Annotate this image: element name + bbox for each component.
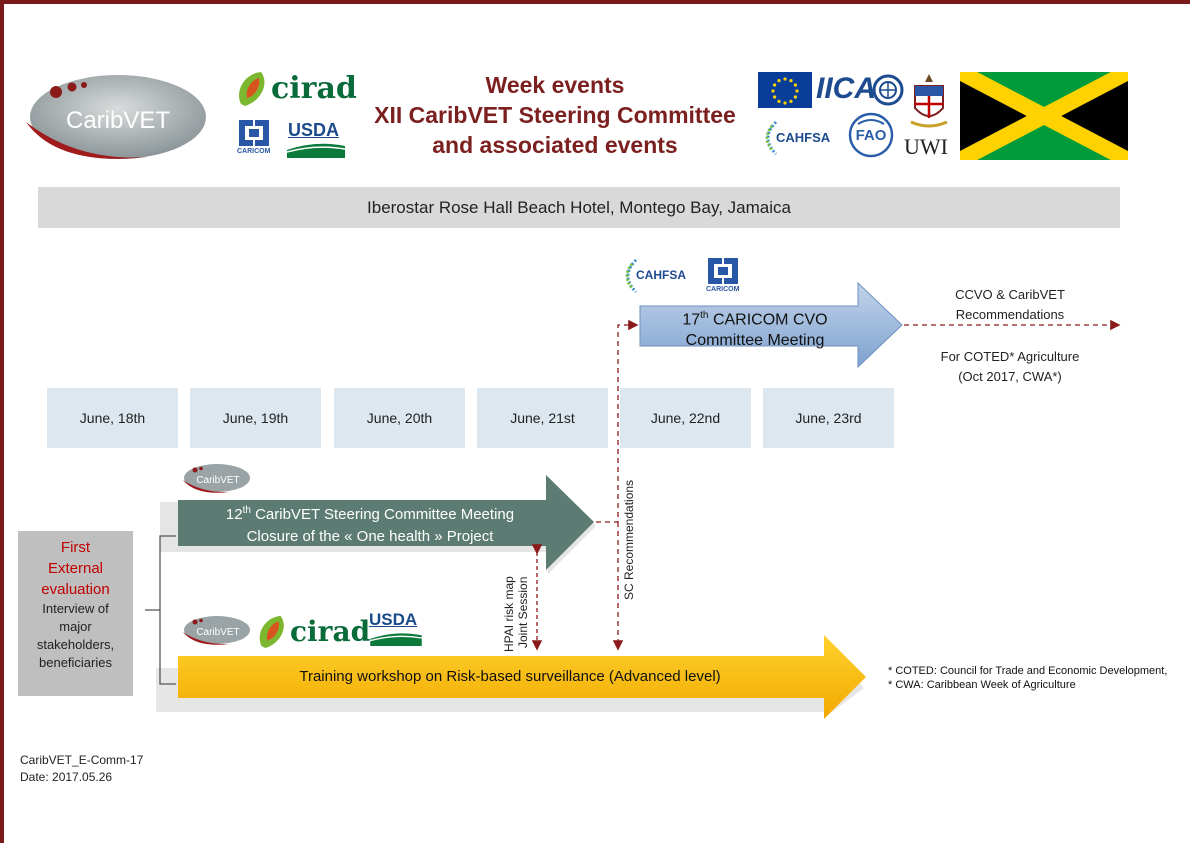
page-frame-left [0, 0, 4, 843]
day-box-6: June, 23rd [763, 388, 894, 448]
recommendations-line-3: For COTED* Agriculture [940, 349, 1080, 364]
training-workshop-label: Training workshop on Risk-based surveill… [299, 668, 721, 685]
cirad-logo: cirad [233, 68, 357, 110]
day-box-3: June, 20th [334, 388, 465, 448]
jamaica-flag [956, 64, 1132, 168]
evaluation-line-2: External [47, 560, 104, 577]
cvo-suffix: th [700, 310, 709, 321]
recommendations-line-2: Recommendations [955, 307, 1065, 322]
event-title: Week events XII CaribVET Steering Commit… [340, 70, 770, 160]
steering-committee-label: 12th CaribVET Steering Committee Meeting… [190, 500, 550, 548]
caricom-logo-text: CARICOM [237, 148, 271, 155]
usda-logo: USDA [287, 120, 345, 160]
caribvet-logo: CaribVET [18, 62, 213, 172]
usda-logo-text: USDA [288, 120, 340, 140]
sc-recommendations-connector [596, 319, 639, 523]
evaluation-detail-4: beneficiaries [39, 655, 112, 670]
cvo-caricom-logo-text: CARICOM [706, 286, 740, 293]
iica-logo: IICA [816, 70, 906, 110]
footnote-coted: * COTED: Council for Trade and Economic … [888, 665, 1168, 677]
recommendations-line-4: (Oct 2017, CWA*) [958, 369, 1062, 384]
sc-recommendations-label: SC Recommendations [622, 479, 636, 600]
document-info: CaribVET_E-Comm-17 Date: 2017.05.26 [20, 752, 220, 786]
caribvet-logo-text: CaribVET [66, 107, 170, 134]
evaluation-detail-2: major [59, 619, 92, 634]
uwi-logo: UWI [904, 72, 954, 160]
cvo-title: CARICOM CVO [708, 311, 828, 329]
iica-logo-text: IICA [816, 72, 876, 105]
recommendations-bottom: For COTED* Agriculture (Oct 2017, CWA*) [910, 347, 1110, 387]
recommendations-line-1: CCVO & CaribVET [955, 287, 1065, 302]
training-cirad-logo: cirad [254, 612, 370, 652]
evaluation-detail-1: Interview of [42, 601, 109, 616]
evaluation-details: Interview of major stakeholders, benefic… [18, 600, 133, 672]
training-caribvet-logo: CaribVET [180, 612, 252, 648]
footnote-cwa: * CWA: Caribbean Week of Agriculture [888, 679, 1076, 691]
evaluation-bracket [145, 535, 176, 685]
external-evaluation-box: First External evaluation Interview of m… [18, 531, 133, 696]
hpai-risk-map-label: HPAI risk map [502, 576, 516, 652]
training-usda-logo: USDA [368, 610, 424, 650]
cirad-logo-text: cirad [271, 71, 357, 106]
steering-number: 12 [225, 506, 243, 523]
day-box-4: June, 21st [477, 388, 608, 448]
svg-text:FAO: FAO [856, 127, 887, 144]
day-box-2: June, 19th [190, 388, 321, 448]
title-line-1: Week events [485, 72, 625, 98]
day-box-1: June, 18th [47, 388, 178, 448]
cvo-meeting-label: 17th CARICOM CVO Committee Meeting [650, 305, 860, 351]
title-line-2: XII CaribVET Steering Committee [374, 102, 736, 128]
document-date: Date: 2017.05.26 [20, 770, 113, 784]
fao-logo: FAO [848, 112, 894, 158]
cvo-cahfsa-logo-text: CAHFSA [636, 268, 686, 282]
venue-bar: Iberostar Rose Hall Beach Hotel, Montego… [38, 187, 1120, 228]
cvo-caricom-logo: CARICOM [706, 256, 746, 298]
cahfsa-logo: CAHFSA [758, 118, 836, 158]
steering-caribvet-logo-text: CaribVET [196, 475, 239, 486]
evaluation-line-1: First [60, 539, 91, 556]
evaluation-detail-3: stakeholders, [36, 637, 115, 652]
evaluation-line-3: evaluation [41, 581, 110, 598]
steering-caribvet-logo: CaribVET [180, 460, 252, 496]
recommendations-top: CCVO & CaribVET Recommendations [910, 285, 1110, 325]
caricom-logo: CARICOM [237, 118, 277, 158]
training-usda-logo-text: USDA [369, 610, 418, 629]
training-caribvet-logo-text: CaribVET [196, 627, 239, 638]
footnotes: * COTED: Council for Trade and Economic … [888, 664, 1188, 692]
uwi-logo-text: UWI [904, 134, 948, 159]
steering-suffix: th [242, 505, 251, 516]
cvo-meeting-arrow [639, 281, 903, 369]
cvo-number: 17 [682, 311, 701, 329]
steering-subtitle: Closure of the « One health » Project [246, 528, 494, 545]
document-reference: CaribVET_E-Comm-17 [20, 753, 144, 767]
steering-title: CaribVET Steering Committee Meeting [250, 506, 515, 523]
cahfsa-logo-text: CAHFSA [776, 130, 831, 145]
steering-committee-arrow [178, 475, 594, 570]
cvo-subtitle: Committee Meeting [685, 332, 825, 350]
page-frame-top [0, 0, 1190, 4]
cvo-cahfsa-logo: CAHFSA [618, 256, 698, 296]
training-cirad-logo-text: cirad [290, 615, 371, 648]
day-box-5: June, 22nd [620, 388, 751, 448]
evaluation-heading: First External evaluation [18, 531, 133, 600]
joint-session-label: Joint Session [516, 576, 530, 648]
eu-flag-logo [758, 72, 812, 108]
training-workshop-arrow [178, 635, 866, 719]
title-line-3: and associated events [432, 132, 678, 158]
